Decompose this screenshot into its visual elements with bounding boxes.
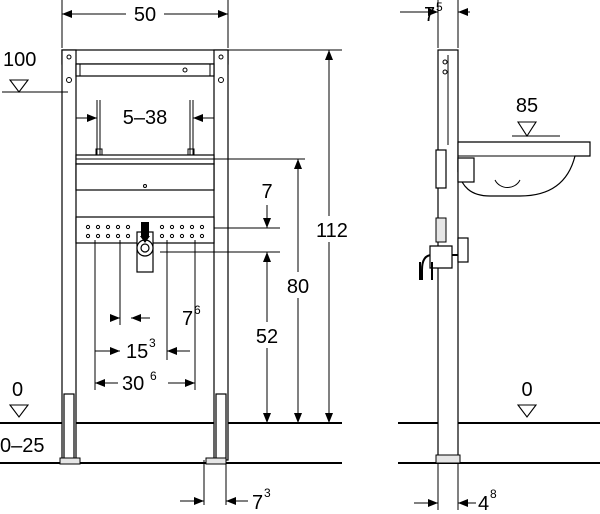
frame-top-rail	[61, 49, 229, 65]
dim-depth: 7	[182, 308, 193, 330]
dim-height: 112	[316, 220, 348, 242]
washbasin	[457, 141, 591, 197]
dim-depth-sup: 6	[194, 303, 201, 317]
bolt-icon	[66, 77, 72, 83]
dim-outlet-height: 52	[256, 326, 278, 348]
dim-top-height: 80	[287, 276, 309, 298]
dim-foot-offset-sup: 3	[264, 486, 271, 500]
bolt-icon	[442, 69, 448, 75]
waste-outlet	[136, 222, 154, 273]
level-triangle-icon	[8, 79, 30, 93]
frame-upper-panel	[75, 63, 215, 77]
basin-height-label: 85	[516, 95, 538, 117]
side-view: 7 5 85 0 4 8	[398, 0, 600, 514]
level-triangle-icon	[8, 404, 30, 418]
dim-bracket-spacing: 5–38	[123, 107, 168, 129]
level-triangle-icon	[516, 404, 538, 418]
dim-spacing-sup: 3	[149, 336, 156, 350]
front-view: 50 5–38 100 0 0–25 112 80	[0, 0, 348, 514]
bolt-icon	[182, 67, 188, 73]
dim-spacing: 15	[126, 341, 148, 363]
bolt-icon	[442, 59, 448, 65]
dim-foot-depth: 4	[478, 493, 489, 514]
dim-offset: 7	[261, 181, 272, 203]
dim-width: 50	[134, 4, 156, 26]
mounting-plate	[75, 163, 215, 191]
dim-frame-depth: 7	[424, 4, 435, 26]
dim-foot-depth-sup: 8	[490, 487, 497, 501]
dim-outlet-spacing: 30	[122, 373, 144, 395]
dim-foot-offset: 7	[252, 492, 263, 514]
side-foot-plate	[435, 454, 461, 464]
bolt-icon	[66, 54, 72, 60]
dim-outlet-spacing-sup: 6	[150, 369, 157, 383]
side-ref-floor-label: 0	[521, 379, 532, 401]
foot-plate	[59, 457, 81, 465]
ref-floor-label: 0	[12, 379, 23, 401]
level-triangle-icon	[516, 121, 538, 138]
bolt-icon	[218, 54, 224, 60]
connection-holes	[85, 224, 205, 239]
floor-range-label: 0–25	[0, 435, 45, 457]
bolt-icon	[218, 77, 224, 83]
foot-plate	[205, 457, 227, 465]
ref-top-label: 100	[3, 49, 36, 71]
dim-frame-depth-sup: 5	[436, 0, 443, 14]
